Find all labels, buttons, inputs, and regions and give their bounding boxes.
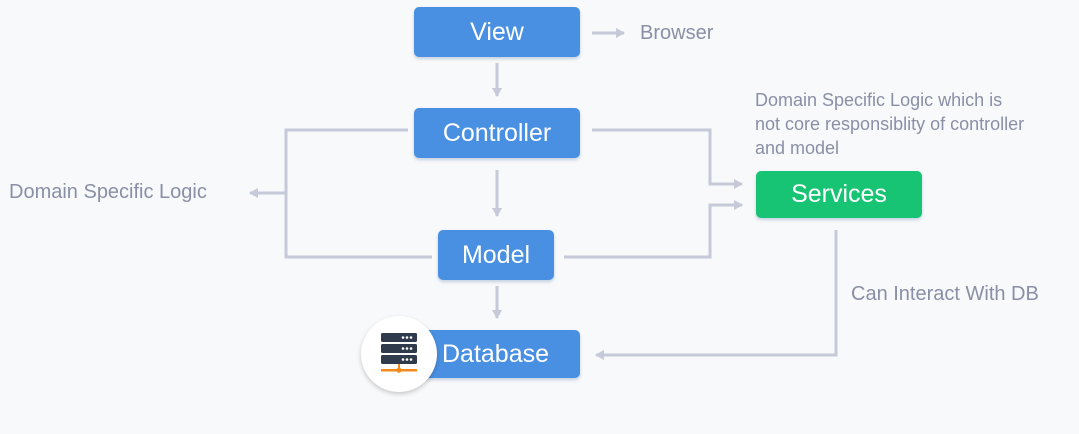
services-to-database-arrow: [595, 230, 838, 360]
model-to-services-arrow: [564, 200, 743, 259]
view-node: View: [414, 7, 580, 57]
database-node: [416, 330, 580, 378]
database-icon-badge: [361, 316, 437, 392]
browser-label: Browser: [640, 22, 714, 44]
domain-logic-label: Domain Specific Logic: [9, 181, 207, 203]
services-node: Services: [756, 171, 922, 218]
controller-left-branch: [284, 128, 432, 259]
view-node-label: View: [470, 17, 524, 46]
database-node-label: Database: [442, 339, 550, 368]
controller-to-services-arrow: [592, 128, 743, 189]
server-icon: [381, 333, 417, 373]
services-node-label: Services: [791, 180, 887, 208]
db-interaction-label: Can Interact With DB: [851, 283, 1039, 305]
model-node: Model: [438, 230, 554, 280]
controller-node-label: Controller: [442, 118, 552, 147]
model-node-label: Model: [461, 240, 531, 269]
controller-node: Controller: [414, 108, 580, 158]
services-note: Domain Specific Logic which is not core …: [755, 90, 1025, 158]
